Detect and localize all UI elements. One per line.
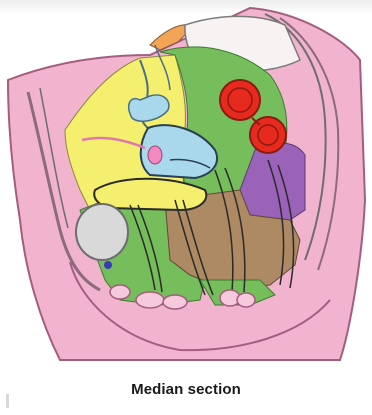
median-section-illustration [0, 0, 372, 372]
corner-mark [6, 394, 9, 408]
figure-caption: Median section [0, 381, 372, 398]
blue-marker [104, 261, 112, 269]
pubic-bone [76, 204, 128, 260]
